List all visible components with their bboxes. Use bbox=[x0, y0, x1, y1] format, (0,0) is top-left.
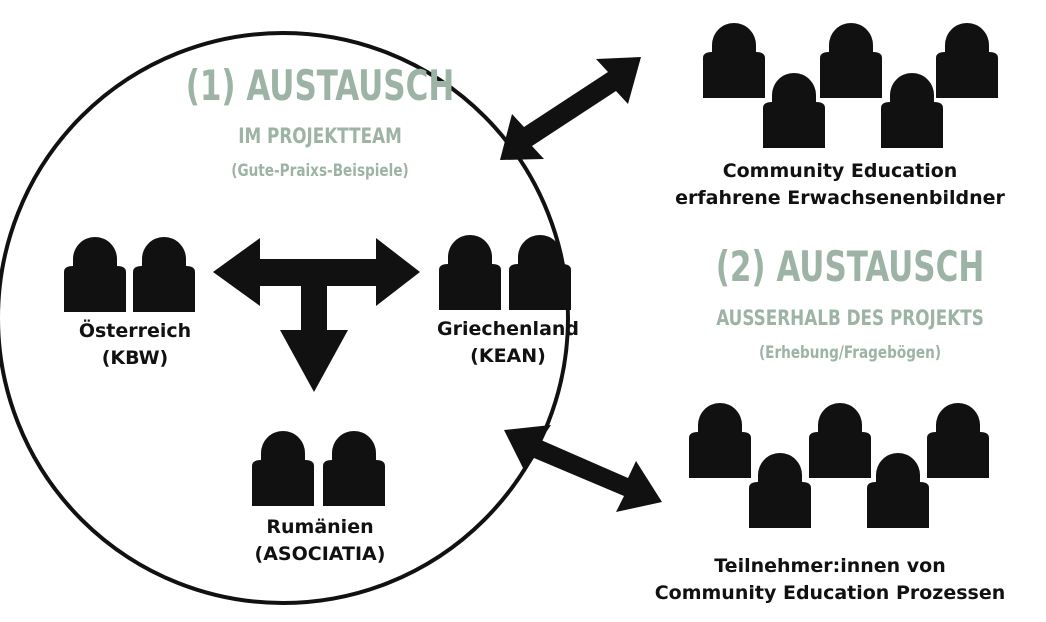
person-group-educators bbox=[703, 23, 998, 148]
person-icon bbox=[881, 73, 943, 148]
person-icon bbox=[749, 453, 811, 528]
educators-label: Community Education erfahrene Erwachsene… bbox=[640, 158, 1040, 212]
exchange1-subtitle: IM PROJEKTTEAM bbox=[238, 124, 402, 148]
partner-country: Griechenland bbox=[436, 318, 580, 340]
partner-org: (KBW) bbox=[101, 347, 169, 369]
person-icon bbox=[867, 453, 929, 528]
partner-label-oesterreich: Österreich (KBW) bbox=[40, 318, 230, 372]
partner-label-griechenland: Griechenland (KEAN) bbox=[408, 316, 608, 370]
person-icon bbox=[703, 23, 765, 98]
exchange2-title: (2) AUSTAUSCH bbox=[715, 242, 985, 291]
person-group-participants bbox=[689, 403, 989, 528]
person-icon bbox=[252, 431, 314, 506]
partner-org: (ASOCIATIA) bbox=[254, 543, 386, 565]
partner-org: (KEAN) bbox=[470, 345, 546, 367]
person-icon bbox=[323, 431, 385, 506]
t-arrow-icon bbox=[213, 238, 420, 392]
partner-country: Rumänien bbox=[266, 516, 374, 538]
person-pair-rumaenien bbox=[252, 431, 385, 506]
person-icon bbox=[927, 403, 989, 478]
person-pair-griechenland bbox=[439, 235, 571, 310]
person-icon bbox=[133, 237, 195, 312]
double-arrow-icon-bottom bbox=[504, 425, 662, 512]
participants-line2: Community Education Prozessen bbox=[654, 582, 1006, 604]
exchange1-note: (Gute-Praixs-Beispiele) bbox=[231, 161, 409, 181]
person-icon bbox=[439, 235, 501, 310]
partner-label-rumaenien: Rumänien (ASOCIATIA) bbox=[210, 514, 430, 568]
participants-line1: Teilnehmer:innen von bbox=[714, 555, 946, 577]
person-icon bbox=[936, 23, 998, 98]
exchange2-note: (Erhebung/Fragebögen) bbox=[758, 343, 942, 363]
exchange2-subtitle: AUSSERHALB DES PROJEKTS bbox=[716, 306, 984, 330]
person-icon bbox=[689, 403, 751, 478]
partner-country: Österreich bbox=[78, 320, 192, 342]
person-icon bbox=[809, 403, 871, 478]
person-pair-oesterreich bbox=[64, 237, 195, 312]
educators-line1: Community Education bbox=[722, 160, 958, 182]
person-icon bbox=[509, 235, 571, 310]
project-team-circle bbox=[0, 31, 570, 605]
double-arrow-icon-top bbox=[500, 57, 641, 160]
person-icon bbox=[64, 237, 126, 312]
educators-line2: erfahrene Erwachsenenbildner bbox=[675, 187, 1005, 209]
participants-label: Teilnehmer:innen von Community Education… bbox=[620, 553, 1040, 607]
exchange1-title: (1) AUSTAUSCH bbox=[185, 61, 455, 110]
person-icon bbox=[820, 23, 882, 98]
person-icon bbox=[763, 73, 825, 148]
